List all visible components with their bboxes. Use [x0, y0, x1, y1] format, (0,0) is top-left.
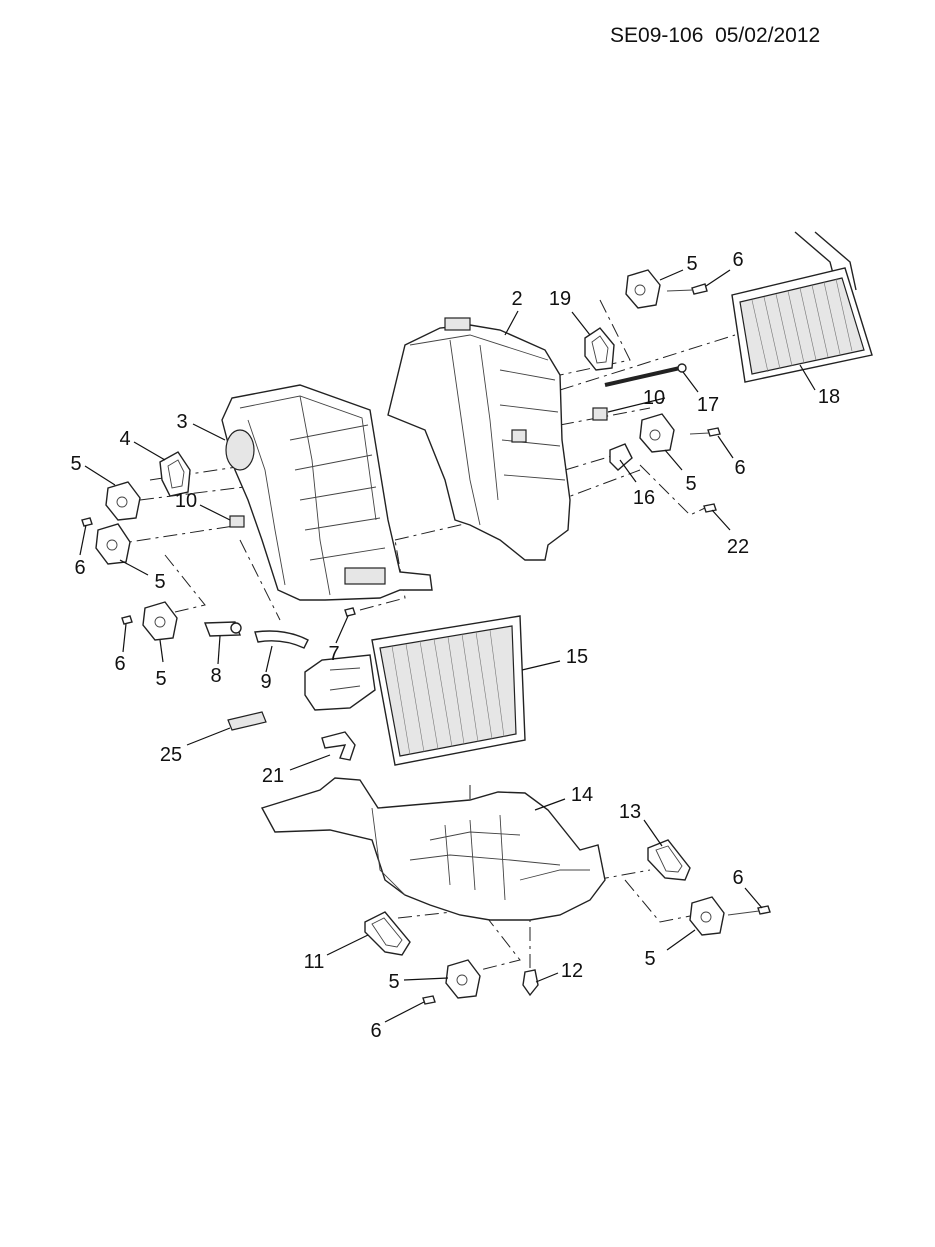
actuator-left-low [142, 601, 178, 641]
evaporator-fins [391, 629, 505, 756]
callout-6-right: 6 [734, 457, 745, 479]
callout-5-left-mid: 5 [154, 571, 165, 593]
callout-10-right: 10 [643, 387, 665, 409]
callout-21: 21 [262, 765, 284, 787]
seal-13 [647, 839, 691, 881]
insulator-25 [227, 711, 267, 731]
callout-3: 3 [176, 411, 187, 433]
drain-12 [522, 969, 539, 997]
seal-19 [584, 327, 615, 371]
seal-4 [159, 451, 191, 497]
heater-core [731, 231, 873, 383]
callout-5-bottom: 5 [388, 971, 399, 993]
rod-17 [604, 363, 687, 387]
hvac-housing-left [221, 384, 433, 601]
callout-6-bottom-right: 6 [732, 867, 743, 889]
callout-2: 2 [511, 288, 522, 310]
callout-25: 25 [160, 744, 182, 766]
callout-11: 11 [304, 951, 325, 973]
actuator-top-right [625, 269, 661, 309]
callout-6-left: 6 [74, 557, 85, 579]
callout-17: 17 [697, 394, 719, 416]
callout-6-bottom: 6 [370, 1020, 381, 1042]
callout-8: 8 [210, 665, 221, 687]
lower-case [260, 777, 606, 921]
hvac-housing-right [387, 317, 571, 561]
screws [81, 283, 771, 1005]
callout-10-left: 10 [175, 490, 197, 512]
evaporator-core [304, 615, 526, 766]
callout-22: 22 [727, 536, 749, 558]
callout-7: 7 [328, 643, 339, 665]
actuator-left-mid [95, 523, 131, 565]
actuator-left-top [105, 481, 141, 521]
actuator-right-mid [639, 413, 675, 453]
callout-6-left-low: 6 [114, 653, 125, 675]
callout-5-left-low: 5 [155, 668, 166, 690]
sensor-10-right [592, 407, 608, 421]
seal-11 [364, 911, 411, 956]
callout-5-top: 5 [686, 253, 697, 275]
bracket-16 [609, 443, 633, 471]
callout-12: 12 [561, 960, 583, 982]
leader-lines [79, 269, 816, 1023]
callout-19: 19 [549, 288, 571, 310]
callout-15: 15 [566, 646, 588, 668]
callout-16: 16 [633, 487, 655, 509]
hose-9 [254, 630, 309, 649]
callout-5-left-top: 5 [70, 453, 81, 475]
callout-5-bottom-right: 5 [644, 948, 655, 970]
sensor-10-left [229, 515, 245, 528]
callout-14: 14 [571, 784, 593, 806]
callout-labels: 2 19 5 6 18 17 10 6 5 16 22 3 4 5 10 6 5… [70, 249, 840, 1042]
callout-18: 18 [818, 386, 840, 408]
callout-9: 9 [260, 671, 271, 693]
doc-id: SE09-106 [610, 24, 704, 47]
callout-13: 13 [619, 801, 641, 823]
callout-5-right: 5 [685, 473, 696, 495]
heater-core-fins [751, 278, 853, 373]
doc-date: 05/02/2012 [715, 24, 821, 47]
header-reference: SE09-106 05/02/2012 [610, 24, 910, 48]
callout-4: 4 [119, 428, 130, 450]
clip-21 [321, 731, 356, 761]
callout-6-top: 6 [732, 249, 743, 271]
actuator-bottom [445, 959, 481, 999]
sensor-8 [203, 621, 242, 637]
actuator-bottom-right [689, 896, 725, 936]
